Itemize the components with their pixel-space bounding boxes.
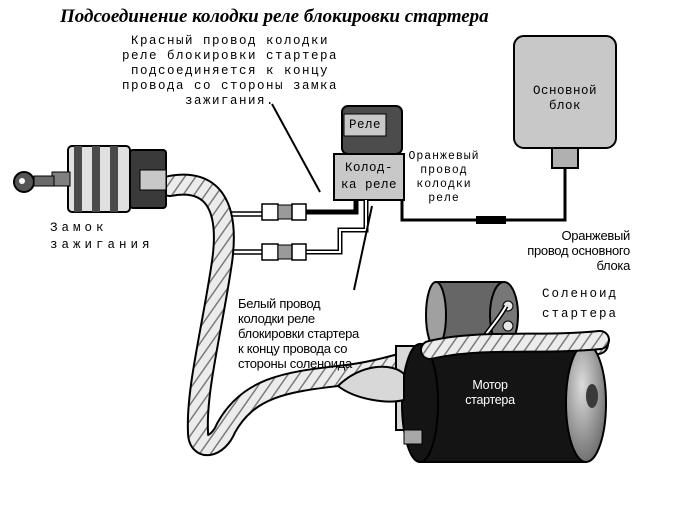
- relay: [333, 105, 405, 201]
- orange-wire-splice: [476, 216, 506, 224]
- relay-connector-label: Колод- ка реле: [340, 161, 397, 192]
- diagram-title: Подсоединение колодки реле блокировки ст…: [60, 6, 489, 27]
- red-wire-connector: [218, 203, 307, 221]
- ignition-lock: [51, 145, 167, 213]
- main-unit: [513, 35, 617, 169]
- relay-label: Реле: [348, 118, 381, 132]
- starter-motor: [336, 343, 607, 463]
- ignition-lock-label: Замок зажигания: [50, 221, 154, 252]
- white-wire-note: Белый провод колодки реле блокировки ста…: [238, 296, 359, 371]
- orange-wire-relay: [400, 198, 476, 222]
- orange-wire-main: [505, 168, 567, 222]
- starter-motor-label: Мотор стартера: [465, 378, 515, 407]
- orange-relay-wire-label: Оранжевый провод колодки реле: [408, 150, 480, 205]
- red-wire-note: Красный провод колодки реле блокировки с…: [121, 34, 339, 108]
- starter-solenoid-label: Соленоид стартера: [541, 287, 618, 321]
- red-wire-pointer: [271, 103, 321, 193]
- red-wire: [306, 200, 359, 215]
- main-unit-label: Основной блок: [532, 84, 597, 113]
- orange-main-wire-label: Оранжевый провод основного блока: [527, 228, 630, 273]
- white-wire-pointer: [353, 205, 373, 291]
- ignition-key-icon: [13, 171, 55, 193]
